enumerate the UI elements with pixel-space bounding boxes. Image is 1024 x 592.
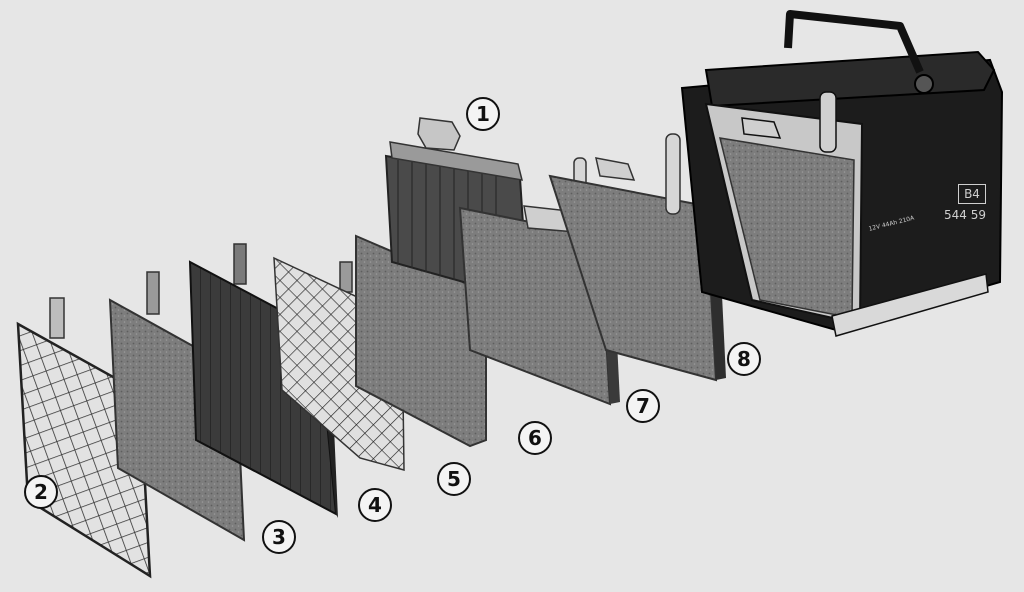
- callout-6: 6: [518, 421, 552, 455]
- callout-7: 7: [626, 389, 660, 423]
- pocket-lug: [233, 243, 247, 285]
- callout-3: 3: [262, 520, 296, 554]
- battery-model-number: 544 59: [944, 208, 986, 222]
- case-base: [831, 273, 989, 337]
- mesh-lug: [339, 261, 353, 293]
- plate-lug: [146, 271, 160, 315]
- callout-1: 1: [466, 97, 500, 131]
- case-connector: [741, 117, 782, 139]
- block-connector: [595, 157, 636, 181]
- handle-pivot: [914, 74, 934, 94]
- carry-handle: [784, 10, 924, 74]
- grid-lug: [49, 297, 65, 339]
- plate-strap: [389, 141, 524, 181]
- callout-5: 5: [437, 462, 471, 496]
- plate-connector: [417, 117, 461, 151]
- case-terminal: [819, 91, 837, 153]
- callout-2: 2: [24, 475, 58, 509]
- battery-case: [680, 10, 1004, 337]
- battery-group-code: B4: [958, 184, 986, 204]
- block-terminal-post: [665, 133, 681, 215]
- callout-8: 8: [727, 342, 761, 376]
- callout-4: 4: [358, 488, 392, 522]
